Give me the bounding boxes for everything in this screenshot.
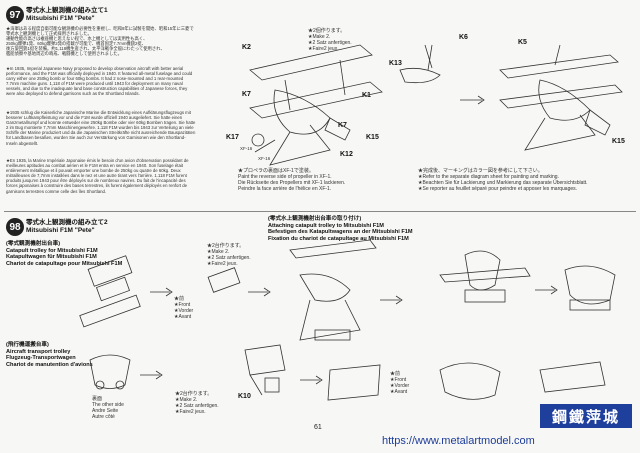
- step-97-desc-en: ★In 1935, Imperial Japanese Navy propose…: [6, 66, 193, 97]
- part-label-k12: K12: [340, 151, 353, 158]
- part-label-k17: K17: [226, 134, 239, 141]
- watermark-logo: 鋼鐵萍城: [540, 404, 632, 428]
- attached-aircraft-drawing: [439, 250, 616, 311]
- watermark-url: https://www.metalartmodel.com: [382, 435, 535, 447]
- completed-aircraft-drawing: [499, 44, 623, 151]
- step-98-make2-note-b: ★2台作ります。 ★Make 2. ★2 Satz anfertigen. ★F…: [175, 391, 219, 415]
- part-label-k6: K6: [459, 34, 468, 41]
- step-97-number: 97: [6, 6, 24, 24]
- step-97-title-jp: 零式水上観測機の組み立て1: [26, 7, 108, 14]
- part-label-k13: K13: [389, 60, 402, 67]
- aircraft-on-catapult-drawing: [289, 239, 403, 341]
- step-97-decal-note: ★完成後、マーキングはカラー図を参考にして下さい。 ★Refer to the …: [418, 168, 588, 192]
- step-97-make2-note: ★2個作ります。 ★Make 2. ★2 Satz anfertigen. ★F…: [308, 28, 352, 52]
- step-97-desc-jp: ★海軍はある程度自衛可能な観測機の必要性を重視し、昭和9年に試製を開始、昭和15…: [6, 26, 194, 57]
- page-number: 61: [314, 424, 322, 431]
- part-label-k5: K5: [518, 39, 527, 46]
- step-98-number: 98: [6, 218, 24, 236]
- step-98-attach-title: (零式水上観測機射出台車の取り付け) Attaching catapult tr…: [268, 216, 413, 242]
- part-label-k10: K10: [238, 393, 251, 400]
- paint-label-xf16-a: XF-16: [240, 146, 253, 151]
- biplane-assembly-drawing: [249, 44, 383, 166]
- part-label-k15: K15: [366, 134, 379, 141]
- step-98-make2-note-a: ★2台作ります。 ★Make 2. ★2 Satz anfertigen. ★F…: [207, 243, 251, 267]
- step-98-front-note: ★前 ★Front ★Vorder ★Avant: [174, 296, 194, 320]
- step-97-propeller-paint-note: ★プロペラの裏面はXF-1で塗装。 Paint the reverse side…: [238, 168, 346, 192]
- step-98-title-jp: 零式水上観測機の組み立て2: [26, 219, 108, 226]
- step-97-title-en: Mitsubishi F1M "Pete": [26, 15, 95, 22]
- catapult-trolley-parts-drawing: [79, 255, 271, 328]
- step-97-desc-de: ★1935 schlug die Kaiserliche Japanische …: [6, 110, 196, 146]
- step-98-trolley-title: (飛行機運搬台車) Aircraft transport trolley Flu…: [6, 342, 93, 368]
- section-divider: [4, 211, 636, 212]
- part-label-k15-b: K15: [612, 138, 625, 145]
- part-label-k2: K2: [242, 44, 251, 51]
- float-subassembly-drawing: [399, 44, 441, 84]
- step-97-desc-fr: ★En 1935, la Marine Impériale Japonaise …: [6, 158, 189, 194]
- part-label-k7: K7: [242, 91, 251, 98]
- paint-label-xf16-b: XF-16: [258, 156, 271, 161]
- step-98-front-note-b: ★前 ★Front ★Vorder ★Avant: [390, 371, 410, 395]
- transport-trolley-drawing: [89, 344, 606, 401]
- step-98-other-side-note: 裏面 The other side Andre Seite Autre côté: [92, 396, 124, 420]
- step-98-title-en: Mitsubishi F1M "Pete": [26, 227, 95, 234]
- step-98-catapult-title: (零式観測機射出台車) Catapult trolley for Mitsubi…: [6, 241, 123, 267]
